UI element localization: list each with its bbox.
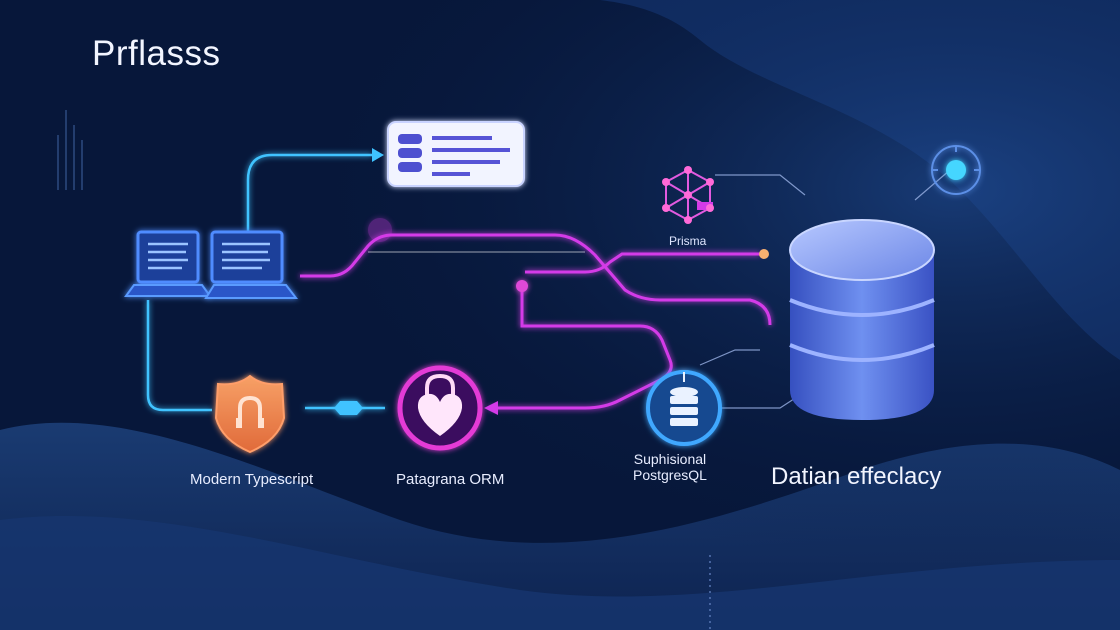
- orange-node: [759, 249, 769, 259]
- laptop-left-icon: [124, 230, 212, 297]
- small-database-icon: [646, 370, 722, 446]
- page-title: Prflasss: [92, 34, 221, 73]
- datian-effeclacy-label: Datian effeclacy: [771, 463, 942, 490]
- magenta-connectors: [300, 233, 772, 410]
- modern-typescript-label: Modern Typescript: [190, 471, 314, 488]
- server-card-icon: [387, 121, 525, 187]
- suphisional-line2: PostgresQL: [633, 467, 707, 483]
- suphisional-line1: Suphisional: [633, 451, 707, 467]
- large-database-icon: [789, 219, 935, 420]
- hex-node: [334, 401, 363, 415]
- target-icon: [931, 145, 981, 195]
- arrow-to-server: [372, 148, 384, 162]
- heart-lock-icon: [397, 365, 483, 451]
- laptop-right-icon: [204, 230, 299, 299]
- prisma-label: Prisma: [669, 234, 707, 248]
- magenta-node: [516, 280, 528, 292]
- decor-bars: [57, 110, 83, 190]
- suphisional-postgres-label: Suphisional PostgresQL: [633, 451, 707, 483]
- shield-icon: [214, 374, 286, 454]
- patagrana-orm-label: Patagrana ORM: [396, 471, 505, 488]
